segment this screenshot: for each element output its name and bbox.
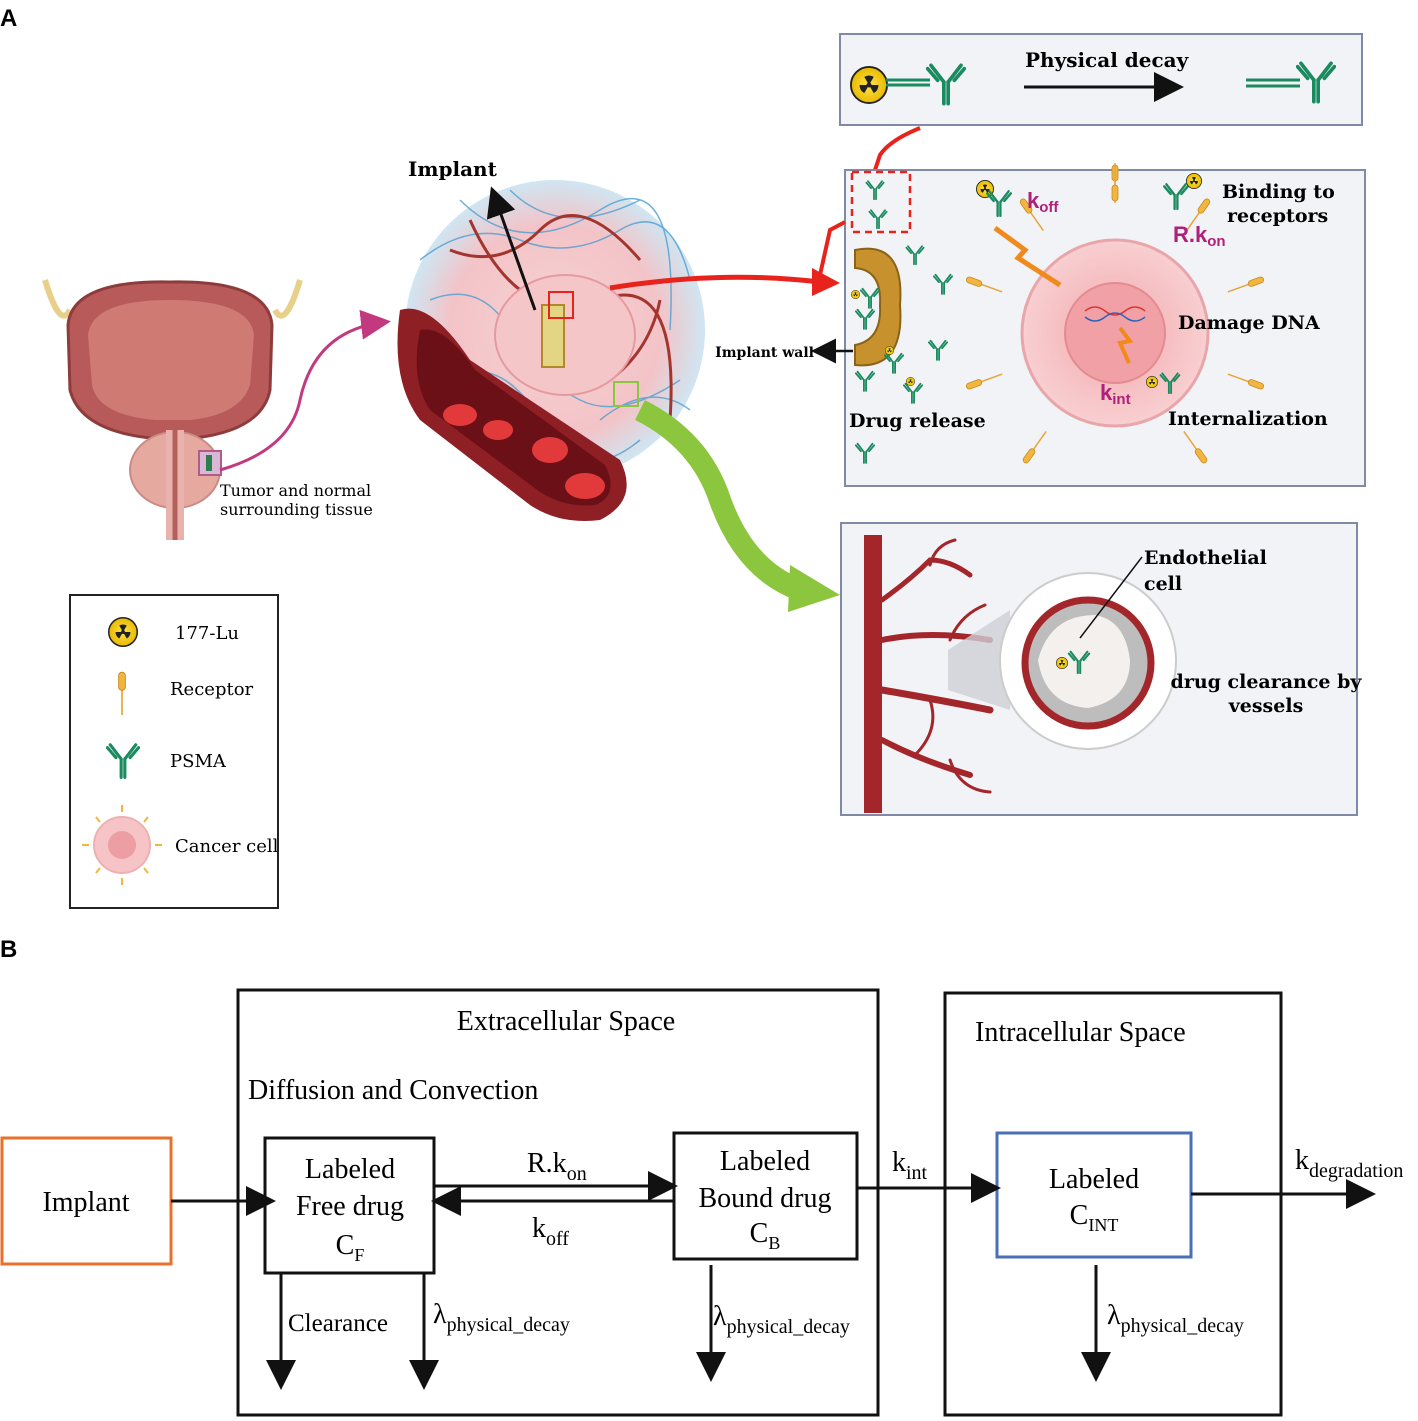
zoom-arrow — [219, 309, 391, 472]
drug-release-label: Drug release — [849, 410, 986, 432]
bound-drug-box — [672, 1131, 859, 1261]
tumor-caption-2: surrounding tissue — [220, 500, 373, 519]
bound-drug-symbol: CB — [750, 1218, 781, 1253]
kdeg-b-label: kdegradation — [1295, 1145, 1403, 1182]
bladder-illustration — [42, 279, 303, 540]
vessel-panel — [840, 522, 1358, 816]
int-drug-line1: Labeled — [1049, 1164, 1139, 1195]
lambda-int-label: λphysical_decay — [1107, 1300, 1244, 1337]
implant-label: Implant — [408, 157, 498, 181]
binding-panel — [811, 163, 1366, 487]
intracellular-box — [943, 991, 1283, 1417]
cancer-cell-icon — [82, 805, 162, 885]
damage-dna-label: Damage DNA — [1178, 312, 1320, 334]
free-drug-line1: Labeled — [305, 1154, 395, 1185]
lambda-bound-label: λphysical_decay — [713, 1301, 850, 1338]
implant-pointer-arrow — [486, 186, 537, 311]
bound-drug-line1: Labeled — [720, 1146, 810, 1177]
koff-label: koff — [1027, 188, 1059, 216]
internalization-label: Internalization — [1168, 408, 1328, 430]
endothelial-label-1: Endothelial — [1144, 547, 1267, 569]
implant-box — [0, 1136, 173, 1266]
kint-label: kint — [1100, 380, 1131, 408]
legend-lu177: 177-Lu — [175, 623, 239, 644]
clearance-label-1: drug clearance by — [1171, 671, 1363, 693]
diffusion-label: Diffusion and Convection — [248, 1075, 538, 1106]
legend — [69, 594, 279, 909]
legend-psma: PSMA — [170, 751, 227, 772]
rkon-b-label: R.kon — [527, 1148, 587, 1185]
green-arrow — [634, 400, 805, 601]
legend-receptor: Receptor — [170, 679, 254, 700]
binding-label-2: receptors — [1227, 205, 1328, 227]
koff-b-label: koff — [532, 1213, 569, 1250]
tissue-illustration — [397, 180, 705, 521]
lambda-free-label: λphysical_decay — [433, 1299, 570, 1336]
rkon-label: R.kon — [1173, 222, 1226, 250]
free-drug-line2: Free drug — [296, 1191, 404, 1222]
red-arrow-main — [609, 274, 821, 291]
physical-decay-label: Physical decay — [1025, 48, 1190, 72]
free-drug-symbol: CF — [336, 1230, 365, 1265]
clearance-label-2: vessels — [1228, 695, 1304, 717]
lu177-icon — [108, 617, 138, 647]
panel-a-label: A — [0, 5, 17, 32]
red-arrow-decay — [873, 126, 921, 171]
clearance-b-label: Clearance — [288, 1310, 388, 1337]
tumor-caption-1: Tumor and normal — [220, 481, 371, 500]
physical-decay-panel — [839, 33, 1363, 126]
implant-box-label: Implant — [42, 1187, 129, 1218]
int-drug-symbol: CINT — [1070, 1200, 1119, 1235]
binding-label-1: Binding to — [1222, 181, 1335, 203]
panel-b-label: B — [0, 936, 17, 963]
intracellular-title: Intracellular Space — [975, 1017, 1186, 1048]
legend-cancer-cell: Cancer cell — [175, 836, 279, 857]
endothelial-label-2: cell — [1144, 573, 1182, 595]
implant-wall-label: Implant wall — [715, 345, 814, 361]
kint-b-label: kint — [892, 1147, 928, 1184]
bound-drug-line2: Bound drug — [699, 1183, 832, 1214]
extracellular-title: Extracellular Space — [457, 1006, 675, 1037]
int-drug-box — [995, 1131, 1193, 1259]
